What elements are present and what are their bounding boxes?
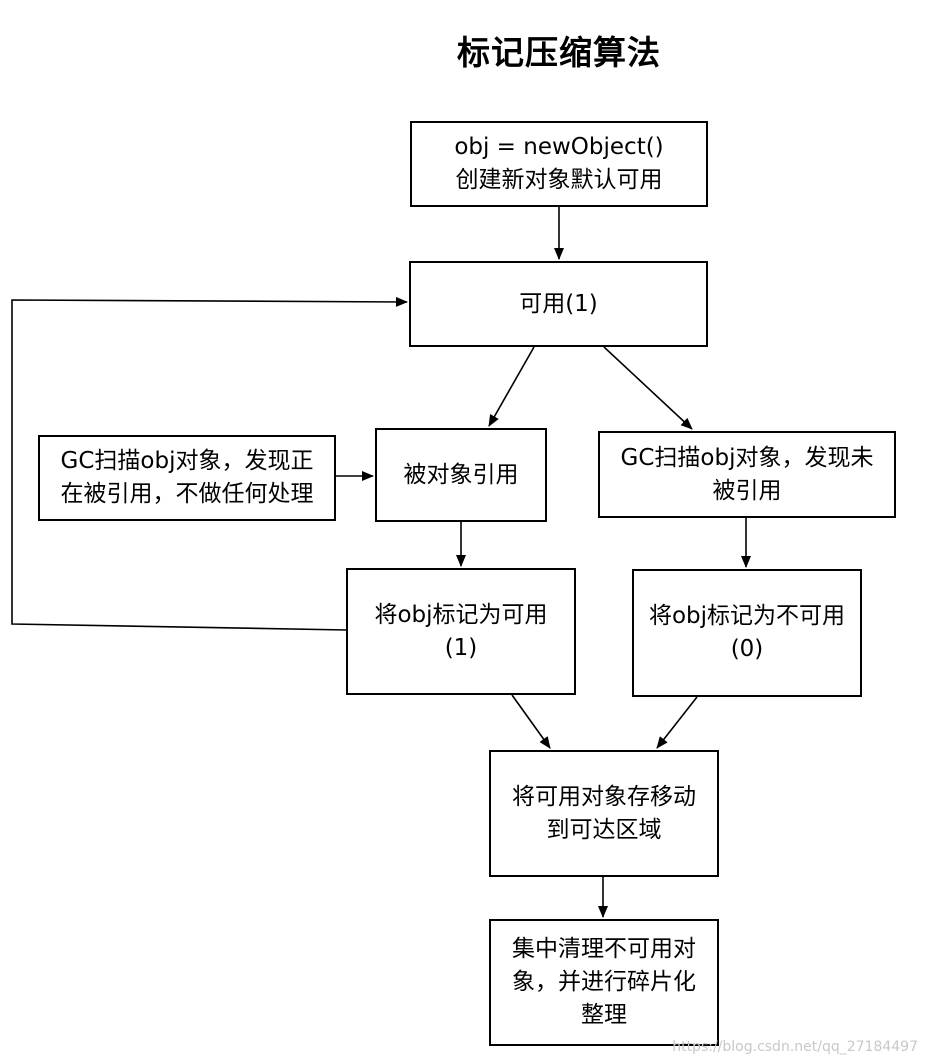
- mark-available-box: 将obj标记为可用 (1): [346, 568, 576, 695]
- gc-right-box: GC扫描obj对象，发现未 被引用: [598, 431, 896, 518]
- create-object-box: obj = newObject() 创建新对象默认可用: [410, 121, 708, 207]
- gc-right-line-1: GC扫描obj对象，发现未: [620, 444, 874, 471]
- gc-right-line-2: 被引用: [712, 477, 782, 504]
- available-box: 可用(1): [409, 261, 708, 347]
- mark-unavailable-box: 将obj标记为不可用 (0): [632, 569, 862, 697]
- create-object-line-2: 创建新对象默认可用: [455, 167, 663, 193]
- mark-available-line-2: (1): [444, 634, 478, 661]
- available-label: 可用(1): [519, 290, 598, 317]
- gc-left-line-1: GC扫描obj对象，发现正: [60, 448, 314, 474]
- arrow-available-to-gc-right: [603, 346, 693, 430]
- move-box: 将可用对象存移动 到可达区域: [489, 750, 719, 877]
- arrow-available-to-referenced: [488, 346, 535, 427]
- cleanup-line-3: 整理: [581, 1002, 627, 1028]
- cleanup-line-2: 象，并进行碎片化: [512, 969, 696, 995]
- gc-left-line-2: 在被引用，不做任何处理: [60, 481, 314, 507]
- mark-unavailable-line-2: (0): [730, 636, 764, 662]
- create-object-line-1: obj = newObject(): [454, 134, 664, 160]
- diagram-title: 标记压缩算法: [457, 33, 661, 72]
- arrow-loop-back-to-available: [11, 296, 408, 631]
- move-line-1: 将可用对象存移动: [512, 783, 696, 810]
- watermark: https://blog.csdn.net/qq_27184497: [672, 1039, 918, 1055]
- referenced-label: 被对象引用: [403, 461, 519, 488]
- arrow-mark-unavailable-to-move: [656, 696, 698, 749]
- mark-available-line-1: 将obj标记为可用: [374, 601, 548, 628]
- mark-unavailable-line-1: 将obj标记为不可用: [648, 603, 846, 629]
- referenced-box: 被对象引用: [375, 428, 547, 522]
- arrow-mark-available-to-move: [511, 694, 551, 749]
- cleanup-line-1: 集中清理不可用对: [512, 936, 696, 962]
- gc-left-box: GC扫描obj对象，发现正 在被引用，不做任何处理: [38, 435, 336, 521]
- cleanup-box: 集中清理不可用对 象，并进行碎片化 整理: [489, 919, 719, 1046]
- move-line-2: 到可达区域: [546, 816, 662, 843]
